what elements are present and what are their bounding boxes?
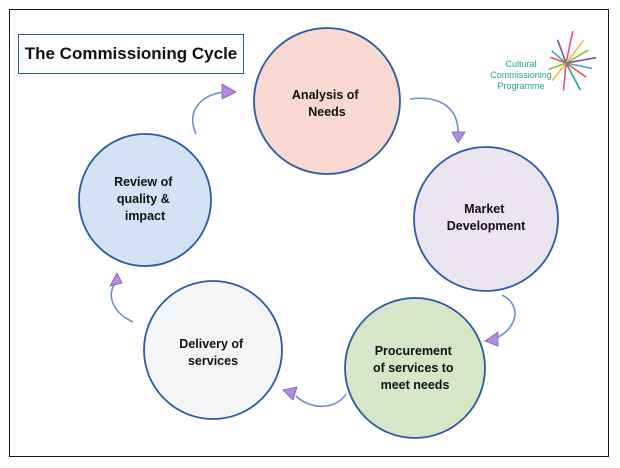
arrow-analysis-to-market-head xyxy=(451,131,466,144)
logo-ray xyxy=(565,62,587,78)
node-market-line-2: Development xyxy=(447,219,526,233)
title-box: The Commissioning Cycle xyxy=(18,34,244,74)
arrow-procurement-to-delivery xyxy=(295,393,347,407)
slide-frame xyxy=(9,9,609,457)
node-delivery: Delivery of services xyxy=(143,280,283,420)
node-procurement-circle xyxy=(344,297,486,439)
node-market-circle xyxy=(413,146,559,292)
logo-ray xyxy=(550,56,567,64)
node-analysis: Analysis of Needs xyxy=(253,27,401,175)
node-procurement-line-1: Procurement xyxy=(375,344,453,358)
arrow-delivery-to-review-head xyxy=(109,272,123,287)
logo-ray xyxy=(565,62,593,70)
arrow-procurement-to-delivery-head xyxy=(282,386,298,401)
logo-ray xyxy=(565,56,597,64)
node-market: Market Development xyxy=(413,146,559,292)
node-analysis-line-1: Analysis of xyxy=(292,88,360,102)
arrow-market-to-procurement-head xyxy=(484,331,499,347)
logo-line-3: Programme xyxy=(497,81,544,91)
node-delivery-label: Delivery of services xyxy=(179,337,246,368)
logo-ray xyxy=(565,40,585,64)
node-analysis-label: Analysis of Needs xyxy=(292,88,362,119)
node-review: Review of quality & impact xyxy=(78,133,212,267)
arrow-review-to-analysis xyxy=(191,91,225,135)
node-procurement-line-3: meet needs xyxy=(381,378,450,392)
cycle-arrows xyxy=(109,83,516,407)
logo-line-2: Commissioning xyxy=(490,70,552,80)
arrow-market-to-procurement xyxy=(495,294,516,339)
node-procurement: Procurement of services to meet needs xyxy=(344,297,486,439)
logo-ray xyxy=(551,62,567,82)
node-analysis-circle xyxy=(253,27,401,175)
arrow-delivery-to-review xyxy=(110,281,134,323)
node-delivery-line-1: Delivery of xyxy=(179,337,244,351)
logo-line-1: Cultural xyxy=(505,59,536,69)
logo-starburst-icon xyxy=(548,30,597,91)
logo-ray xyxy=(551,50,567,64)
logo-ray xyxy=(565,30,574,64)
logo-ray xyxy=(556,39,567,64)
node-procurement-line-2: of services to xyxy=(373,361,454,375)
node-review-line-3: impact xyxy=(125,209,166,223)
logo-ray xyxy=(565,49,589,64)
node-review-circle xyxy=(78,133,212,267)
node-delivery-circle xyxy=(143,280,283,420)
logo: Cultural Commissioning Programme xyxy=(490,30,597,91)
node-delivery-line-2: services xyxy=(188,354,238,368)
node-procurement-label: Procurement of services to meet needs xyxy=(373,344,457,392)
page-title: The Commissioning Cycle xyxy=(24,44,238,63)
logo-ray xyxy=(562,62,567,91)
arrow-analysis-to-market xyxy=(409,97,459,133)
node-review-line-1: Review of xyxy=(114,175,173,189)
arrow-review-to-analysis-head xyxy=(221,83,237,100)
node-review-line-2: quality & xyxy=(117,192,170,206)
node-analysis-line-2: Needs xyxy=(308,105,346,119)
node-market-label: Market Development xyxy=(447,202,526,233)
logo-ray xyxy=(565,62,581,91)
node-review-label: Review of quality & impact xyxy=(114,175,176,223)
logo-ray xyxy=(548,62,567,70)
node-market-line-1: Market xyxy=(464,202,505,216)
